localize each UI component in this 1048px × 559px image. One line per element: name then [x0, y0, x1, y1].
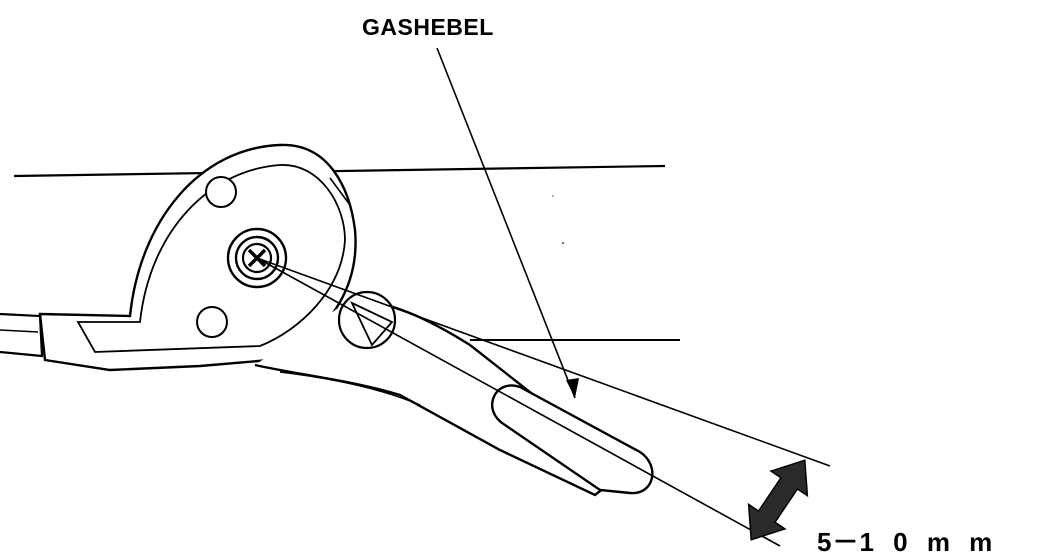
lever-grip: [491, 384, 654, 495]
cable-stub: [0, 312, 44, 358]
lever-pivot-triangle: [350, 301, 394, 347]
mount-hole-top: [205, 176, 237, 208]
speck: [561, 241, 565, 245]
label-leader-line: [436, 47, 576, 399]
speck: [552, 195, 554, 197]
reference-line-lower: [256, 257, 781, 547]
handlebar-top-line: [13, 164, 666, 178]
mount-hole-bottom: [196, 306, 228, 338]
reference-line-upper: [256, 257, 831, 467]
housing-inner-contour: [76, 164, 346, 353]
lever-label: GASHEBEL: [362, 14, 494, 40]
dimension-label: 5－1 0 m m: [817, 527, 994, 557]
cable-inner-line: [0, 329, 39, 333]
lever-arm-lower-edge: [279, 371, 421, 406]
double-arrow-icon: [747, 459, 809, 541]
housing-seam: [329, 177, 351, 206]
leader-arrowhead: [566, 378, 579, 398]
